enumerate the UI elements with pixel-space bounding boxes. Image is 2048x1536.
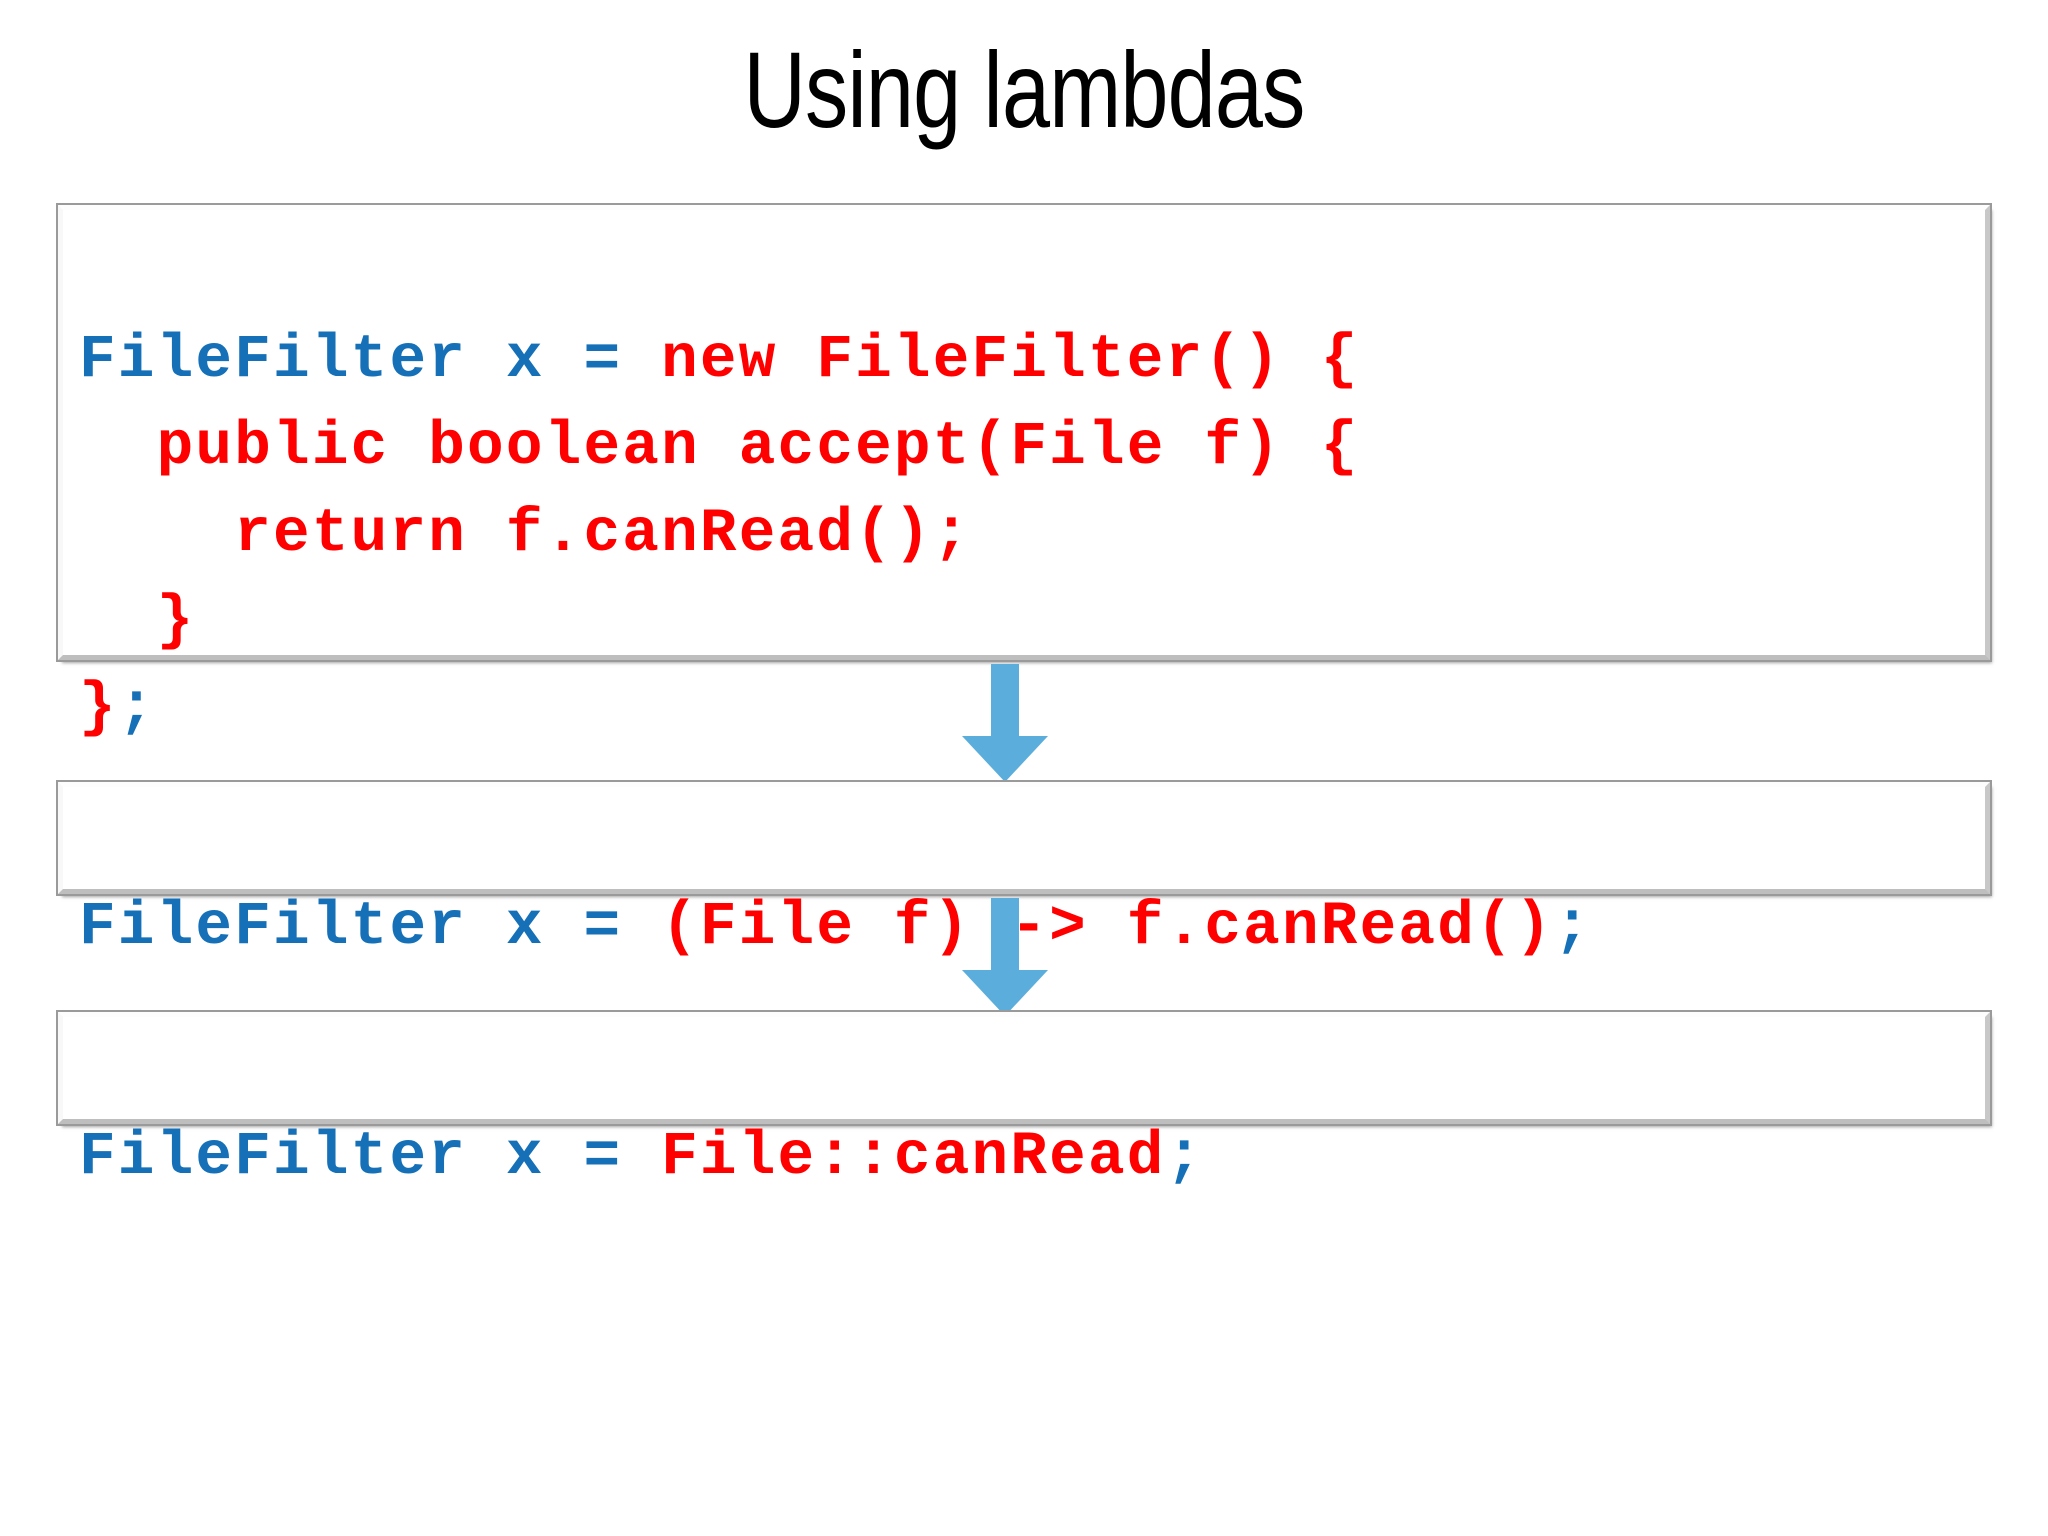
code-token: File::canRead (661, 1123, 1166, 1192)
anonymous-class-code-box: FileFilter x = new FileFilter() { public… (58, 205, 1990, 743)
lambda-code-box: FileFilter x = (File f) -> f.canRead(); (58, 782, 1990, 962)
code-token: (File f) -> f.canRead() (661, 893, 1554, 962)
code-token: FileFilter x = (79, 893, 662, 962)
code-token: } (79, 587, 196, 656)
method-reference-code-box: FileFilter x = File::canRead; (58, 1012, 1990, 1192)
anonymous-class-code-text: FileFilter x = new FileFilter() { public… (79, 210, 1985, 752)
code-token: public boolean accept(File f) { (79, 413, 1360, 482)
code-token: ; (1553, 893, 1593, 962)
code-token: FileFilter x = (79, 326, 662, 395)
method-reference-code-text: FileFilter x = File::canRead; (79, 1017, 1985, 1201)
lambda-code-text: FileFilter x = (File f) -> f.canRead(); (79, 787, 1985, 971)
slide-title: Using lambdas (743, 29, 1305, 150)
code-token: ; (1165, 1123, 1205, 1192)
code-token: return f.canRead(); (79, 500, 972, 569)
code-token: ; (117, 674, 157, 743)
code-token: } (79, 674, 118, 743)
code-token: new FileFilter() { (661, 326, 1360, 395)
code-token: FileFilter x = (79, 1123, 662, 1192)
